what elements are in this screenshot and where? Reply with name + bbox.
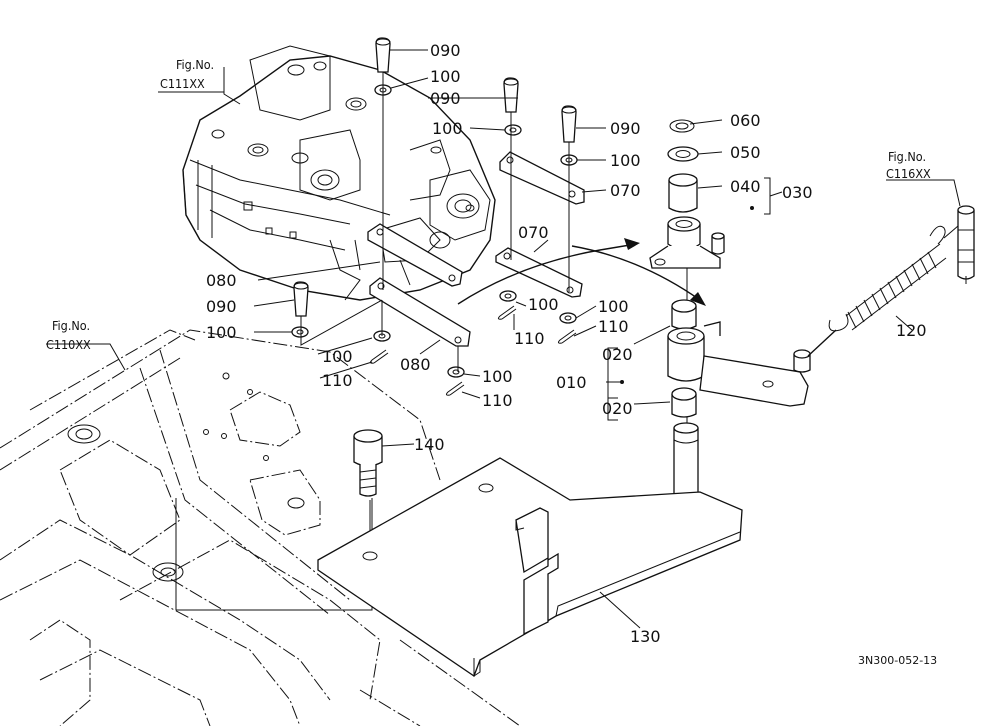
clevis-pins — [293, 37, 577, 317]
fig-ref-c111-label: Fig.No. — [176, 57, 214, 72]
link-070-lower — [495, 247, 583, 298]
callout-070-b: 070 — [518, 223, 549, 242]
callout-110-a: 110 — [322, 371, 353, 390]
valve-block-assembly — [182, 45, 496, 301]
callout-020-b: 020 — [602, 399, 633, 418]
link-070-upper — [499, 151, 585, 205]
background-frame-assembly — [0, 329, 521, 726]
leader-lines — [46, 49, 961, 629]
callout-110-b: 110 — [482, 391, 513, 410]
drawing-code: 3N300-052-13 — [858, 654, 937, 667]
callout-100-f: 100 — [482, 367, 513, 386]
return-spring-120 — [807, 205, 975, 357]
callout-090-a: 090 — [430, 41, 461, 60]
callout-090-c: 090 — [610, 119, 641, 138]
callout-120: 120 — [896, 321, 927, 340]
fig-ref-c111-code: C111XX — [160, 76, 205, 91]
callout-060: 060 — [730, 111, 761, 130]
callout-100-g: 100 — [528, 295, 559, 314]
callout-020-a: 020 — [602, 345, 633, 364]
figure-references: Fig.No. C111XX Fig.No. C110XX Fig.No. C1… — [46, 57, 931, 352]
callout-100-h: 100 — [598, 297, 629, 316]
callout-100-b: 100 — [432, 119, 463, 138]
callout-110-c: 110 — [514, 329, 545, 348]
callout-110-d: 110 — [598, 317, 629, 336]
fig-ref-c110-label: Fig.No. — [52, 318, 90, 333]
callout-030: 030 — [782, 183, 813, 202]
callout-100-c: 100 — [610, 151, 641, 170]
callout-100-e: 100 — [322, 347, 353, 366]
fig-ref-c116-label: Fig.No. — [888, 149, 926, 164]
callout-010: 010 — [556, 373, 587, 392]
callout-100-a: 100 — [430, 67, 461, 86]
callout-labels: 090 100 090 100 090 100 070 070 060 050 … — [206, 41, 927, 646]
lever-upper-030 — [649, 119, 725, 269]
link-080-lower — [369, 277, 471, 347]
callout-100-d: 100 — [206, 323, 237, 342]
callout-130: 130 — [630, 627, 661, 646]
callout-040: 040 — [730, 177, 761, 196]
callout-050: 050 — [730, 143, 761, 162]
callout-090-d: 090 — [206, 297, 237, 316]
motion-arrows — [457, 238, 706, 306]
cotter-pins — [369, 305, 577, 396]
callout-140: 140 — [414, 435, 445, 454]
link-080-upper — [367, 223, 463, 287]
base-plate-130 — [317, 457, 743, 678]
callout-070-a: 070 — [610, 181, 641, 200]
link-plates — [367, 151, 585, 347]
callout-090-b: 090 — [430, 89, 461, 108]
fig-ref-c110-code: C110XX — [46, 337, 91, 352]
callout-080-b: 080 — [400, 355, 431, 374]
lever-lower-010 — [667, 299, 811, 418]
fig-ref-c116-code: C116XX — [886, 166, 931, 181]
callout-080-a: 080 — [206, 271, 237, 290]
bolt-140 — [353, 429, 383, 497]
